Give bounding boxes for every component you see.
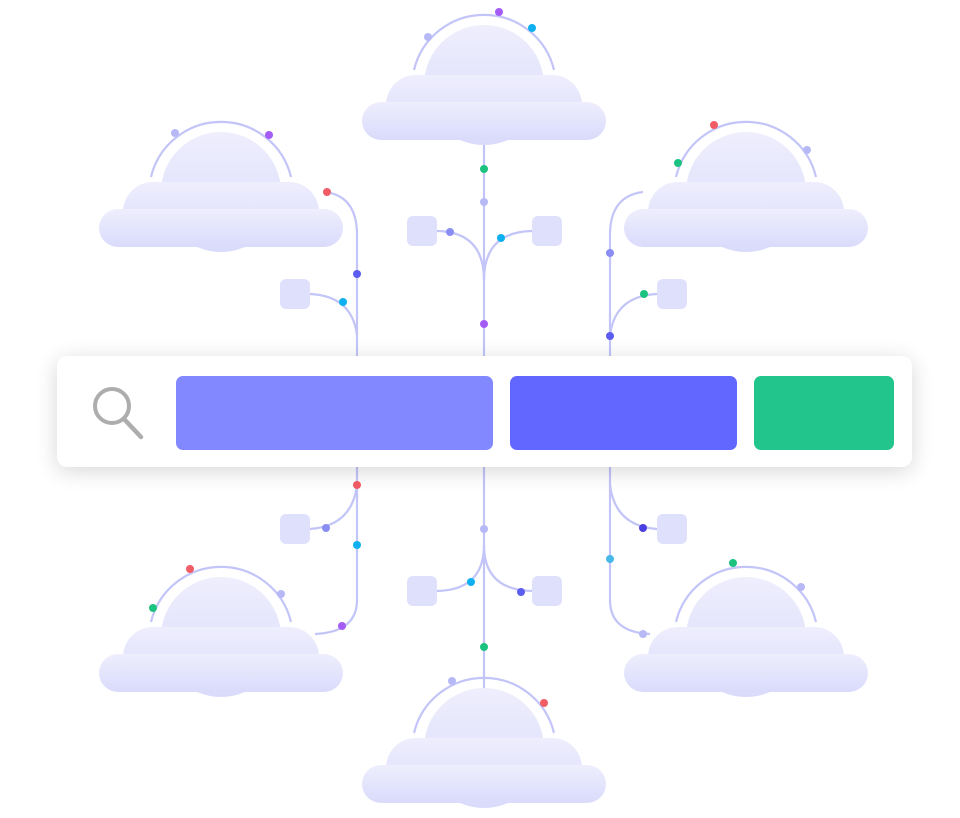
search-bar[interactable] xyxy=(57,356,912,467)
node-square xyxy=(280,279,310,309)
search-segment-primary[interactable] xyxy=(176,376,493,450)
search-submit-button[interactable] xyxy=(754,376,894,450)
cloud-upper-right xyxy=(622,120,870,254)
cloud-bottom xyxy=(360,676,608,810)
cloud-top xyxy=(360,13,608,147)
node-square xyxy=(532,576,562,606)
search-icon[interactable] xyxy=(81,378,151,448)
node-square xyxy=(657,514,687,544)
node-square xyxy=(657,279,687,309)
cloud-lower-right xyxy=(622,565,870,699)
cloud-lower-left xyxy=(97,565,345,699)
node-squares xyxy=(280,216,687,606)
node-square xyxy=(407,576,437,606)
node-square xyxy=(407,216,437,246)
connection-dots xyxy=(149,8,811,707)
node-square xyxy=(280,514,310,544)
cloud-upper-left xyxy=(97,120,345,254)
node-square xyxy=(532,216,562,246)
search-segment-secondary[interactable] xyxy=(510,376,737,450)
